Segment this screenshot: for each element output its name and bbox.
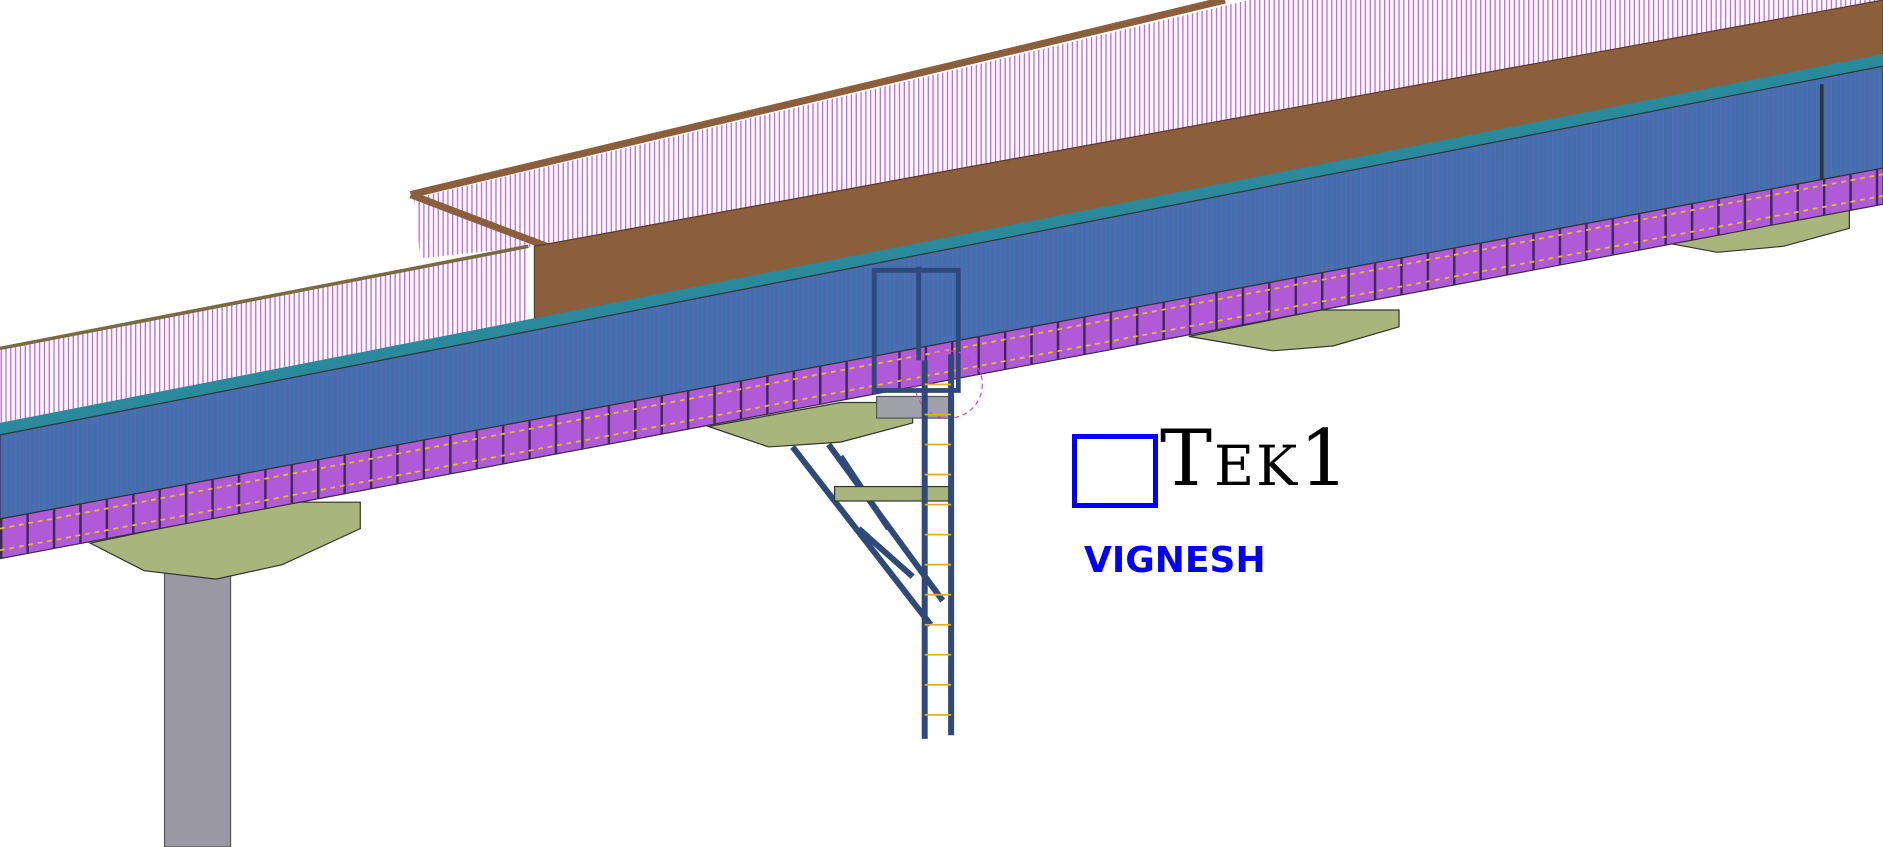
left-railing-infill — [0, 246, 529, 431]
author-name: VIGNESH — [1084, 540, 1266, 581]
company-logo: Tek1 — [1160, 414, 1351, 504]
deck-edge-strip — [0, 54, 1883, 435]
girder-face — [0, 65, 1883, 520]
deck-surface — [533, 0, 1883, 328]
lower-girder — [0, 167, 1883, 560]
access-ladder — [921, 354, 955, 739]
pier-column — [163, 564, 232, 847]
logo-square-icon — [1072, 434, 1158, 508]
pier-caps — [88, 209, 1850, 580]
back-railing-infill — [414, 0, 1883, 259]
back-handrail — [409, 0, 1226, 199]
left-handrail — [0, 244, 529, 351]
